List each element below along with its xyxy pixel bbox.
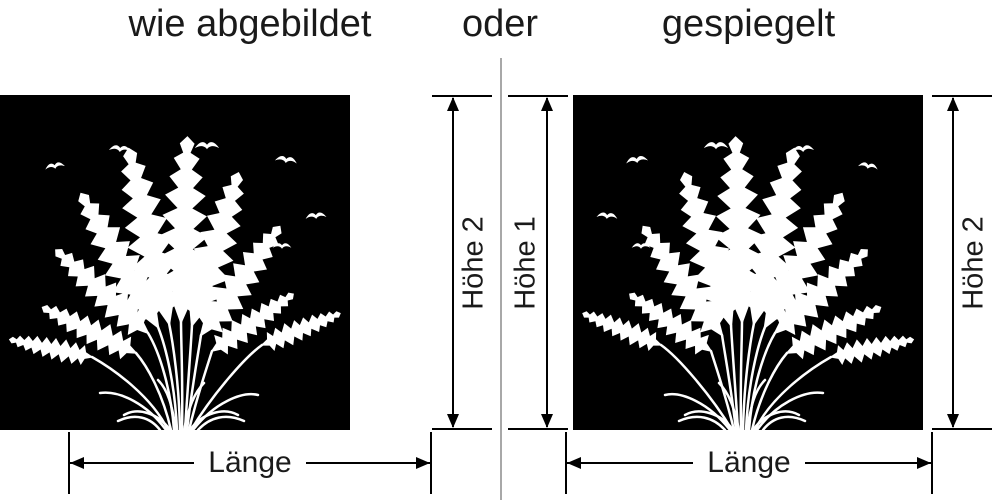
vertical-double-arrow <box>447 97 459 428</box>
length-dimension-right-panel: Länge <box>565 432 933 494</box>
grass-birds-artwork-mirrored <box>573 95 923 430</box>
horizontal-arrow-left <box>567 457 694 469</box>
vertical-double-arrow <box>947 97 959 428</box>
vertical-double-arrow <box>541 97 553 428</box>
grass-birds-svg-mirrored <box>573 95 923 430</box>
panel-as-shown: wie abgebildet Höhe 1 <box>0 3 492 494</box>
height2-dimension-left-panel: Höhe 2 <box>432 95 492 430</box>
horizontal-arrow-right <box>305 457 431 469</box>
heading-or: oder <box>461 3 539 45</box>
horizontal-arrow-right <box>804 457 932 469</box>
vertical-divider <box>500 58 502 500</box>
length-label: Länge <box>208 446 292 479</box>
height2-label: Höhe 2 <box>457 215 490 310</box>
length-label: Länge <box>707 446 791 479</box>
heading-mirrored: gespiegelt <box>661 3 836 45</box>
height2-label: Höhe 2 <box>957 215 990 310</box>
grass-birds-artwork-original <box>0 95 350 430</box>
grass-birds-svg <box>0 95 350 430</box>
length-dimension-left-panel: Länge <box>68 432 432 494</box>
panel-mirrored: gespiegelt Höhe 1 Höhe 2 Länge <box>501 0 1000 500</box>
horizontal-arrow-left <box>70 457 195 469</box>
height2-dimension-right-panel: Höhe 2 <box>932 95 992 430</box>
height1-label: Höhe 1 <box>509 215 542 310</box>
height1-dimension-right-panel: Höhe 1 <box>508 95 568 430</box>
heading-as-shown: wie abgebildet <box>128 3 372 45</box>
